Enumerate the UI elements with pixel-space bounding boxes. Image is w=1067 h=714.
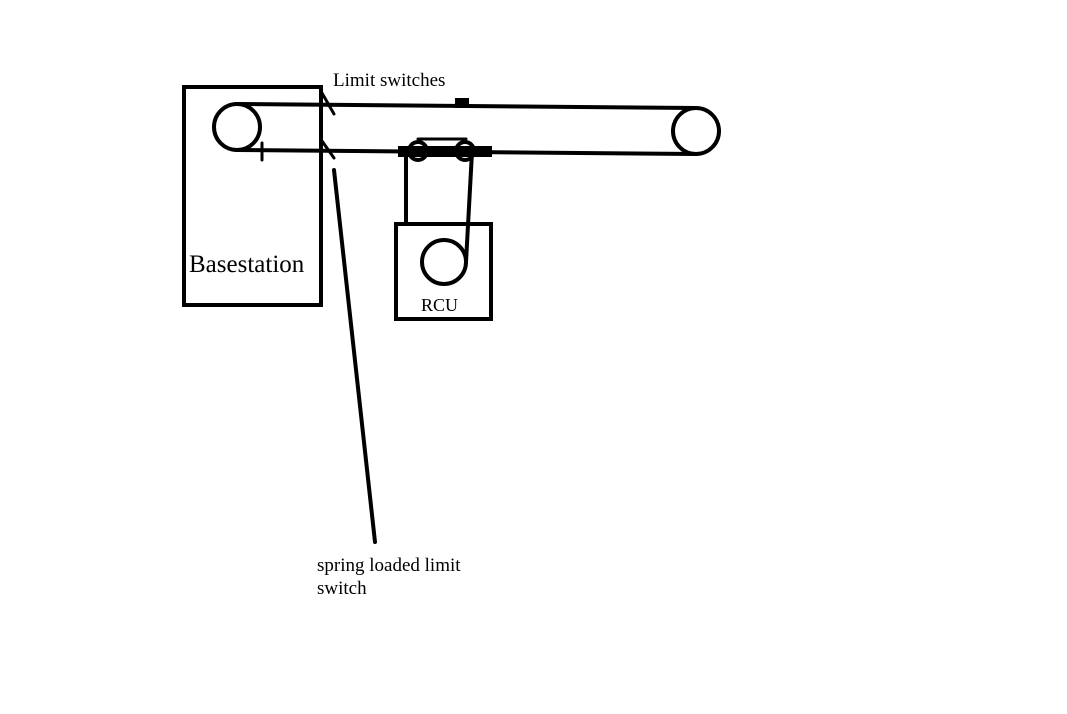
top-limit-switch-block <box>455 98 469 108</box>
spring-switch-label: spring loaded limit switch <box>317 555 465 599</box>
trolley-wheel-right <box>454 140 476 162</box>
left-pulley <box>212 102 262 152</box>
basestation-label: Basestation <box>189 251 305 278</box>
spring-switch-label-line2: switch <box>317 578 367 599</box>
right-pulley <box>671 106 721 156</box>
spring-switch-label-line1: spring loaded limit <box>317 555 461 576</box>
basestation-box <box>182 85 323 307</box>
rcu-cable-right <box>464 150 474 264</box>
limit-switches-label: Limit switches <box>333 70 445 91</box>
trolley-wheel-left <box>407 140 429 162</box>
trolley-bar <box>398 146 492 157</box>
rcu-label: RCU <box>421 295 458 315</box>
limit-switch-lower-arm <box>320 139 336 160</box>
rcu-pulley <box>420 238 468 286</box>
rcu-box <box>394 222 493 321</box>
limit-switch-upper-arm <box>320 91 336 116</box>
spring-switch-leader-line <box>332 168 377 544</box>
